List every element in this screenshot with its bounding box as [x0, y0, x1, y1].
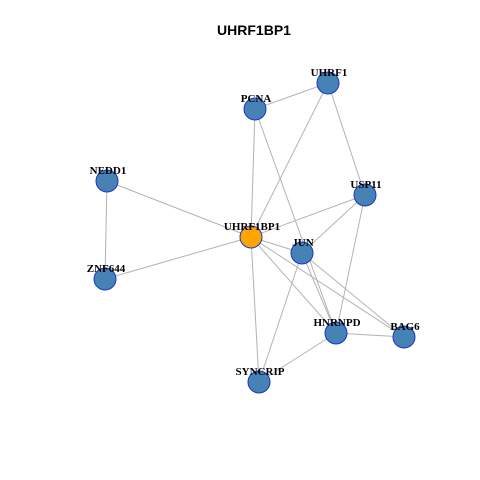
node-label-znf644: ZNF644	[87, 263, 126, 275]
node-jun[interactable]	[290, 241, 314, 265]
node-uhrf1[interactable]	[316, 71, 340, 95]
node-nedd1[interactable]	[95, 169, 119, 193]
node-label-uhrf1bp1: UHRF1BP1	[224, 221, 280, 233]
edge-pcna-uhrf1bp1	[250, 108, 256, 238]
node-znf644[interactable]	[93, 267, 117, 291]
edge-hnrnpd-syncrip	[258, 332, 337, 383]
edge-uhrf1bp1-hnrnpd	[250, 236, 337, 334]
edge-jun-bag6	[301, 252, 405, 338]
nodes-layer	[93, 71, 416, 394]
node-uhrf1bp1[interactable]	[239, 225, 263, 249]
edge-usp11-jun	[301, 194, 366, 254]
node-label-pcna: PCNA	[241, 93, 272, 105]
node-label-syncrip: SYNCRIP	[236, 366, 285, 378]
node-pcna[interactable]	[243, 97, 267, 121]
edge-uhrf1bp1-syncrip	[250, 236, 260, 383]
edge-uhrf1-uhrf1bp1	[250, 82, 329, 238]
edge-nedd1-uhrf1bp1	[106, 180, 252, 238]
node-label-uhrf1: UHRF1	[311, 67, 348, 79]
edge-uhrf1bp1-bag6	[250, 236, 405, 338]
edge-nedd1-znf644	[104, 180, 108, 280]
edge-uhrf1-usp11	[327, 82, 366, 196]
edge-usp11-uhrf1bp1	[250, 194, 366, 238]
node-hnrnpd[interactable]	[324, 321, 348, 345]
edge-pcna-uhrf1	[254, 82, 329, 110]
node-label-usp11: USP11	[350, 179, 381, 191]
node-usp11[interactable]	[353, 183, 377, 207]
diagram-title: UHRF1BP1	[217, 22, 291, 38]
node-bag6[interactable]	[392, 325, 416, 349]
node-label-hnrnpd: HNRNPD	[313, 317, 360, 329]
edge-znf644-uhrf1bp1	[104, 236, 252, 280]
node-label-bag6: BAG6	[390, 321, 420, 333]
node-syncrip[interactable]	[247, 370, 271, 394]
edge-jun-hnrnpd	[301, 252, 337, 334]
edge-jun-syncrip	[258, 252, 303, 383]
node-label-jun: JUN	[292, 237, 313, 249]
edge-usp11-hnrnpd	[335, 194, 366, 334]
node-label-nedd1: NEDD1	[90, 165, 127, 177]
